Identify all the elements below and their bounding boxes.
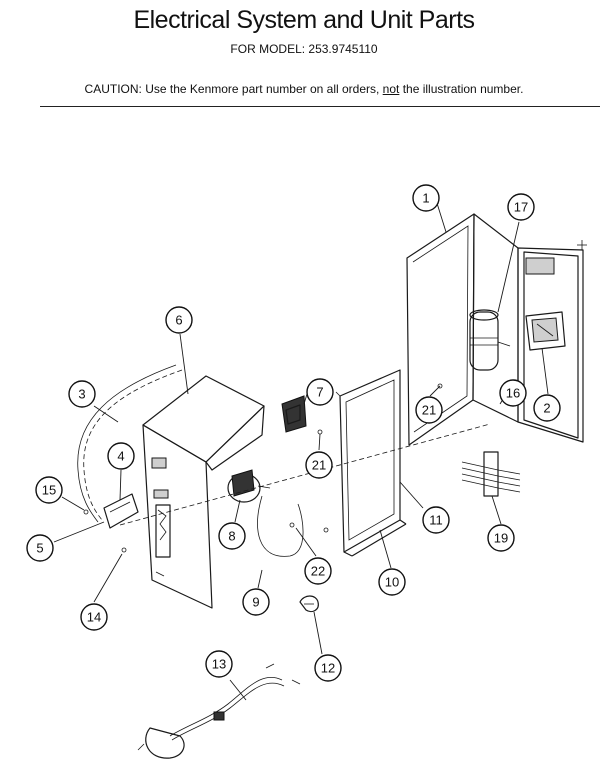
callout-7: 7 <box>306 378 334 406</box>
callout-label: 11 <box>429 513 443 528</box>
part-6-control-housing <box>142 375 265 609</box>
part-11-front-panel <box>335 369 401 553</box>
callout-10: 10 <box>378 568 406 596</box>
part-19-wire-harness <box>461 451 521 497</box>
caution-prefix: CAUTION: Use the Kenmore part number on … <box>84 82 383 96</box>
callout-label: 3 <box>78 387 85 402</box>
callout-label: 13 <box>212 657 226 672</box>
callout-label: 16 <box>506 386 520 401</box>
callout-5: 5 <box>26 534 54 562</box>
callout-2: 2 <box>533 394 561 422</box>
callout-16: 16 <box>499 379 527 407</box>
callouts: 1 2 3 4 5 6 7 8 9 10 11 12 13 14 15 16 1… <box>26 184 561 682</box>
part-17-capacitor <box>469 309 511 371</box>
callout-label: 19 <box>494 531 508 546</box>
part-3-wire-outer <box>77 364 177 523</box>
caution-emphasis: not <box>382 82 400 96</box>
callout-label: 6 <box>175 313 182 328</box>
callout-8: 8 <box>218 522 246 550</box>
callout-label: 4 <box>117 449 124 464</box>
part-9-sensing-wire <box>257 495 304 557</box>
callout-label: 5 <box>36 541 43 556</box>
part-4-bracket <box>103 493 139 529</box>
caution-suffix: the illustration number. <box>399 82 524 96</box>
part-12-clip <box>299 595 319 613</box>
model-number: FOR MODEL: 253.9745110 <box>230 42 378 56</box>
caution-note: CAUTION: Use the Kenmore part number on … <box>0 82 608 96</box>
callout-label: 10 <box>385 575 399 590</box>
page-title: Electrical System and Unit Parts <box>133 6 475 34</box>
callout-label: 12 <box>321 661 335 676</box>
diagram-header: Electrical System and Unit Parts FOR MOD… <box>0 0 608 110</box>
callout-label: 8 <box>228 529 235 544</box>
callout-4: 4 <box>107 442 135 470</box>
callout-label: 1 <box>422 191 429 206</box>
callout-6: 6 <box>165 306 193 334</box>
callout-14: 14 <box>80 603 108 631</box>
callout-1: 1 <box>412 184 440 212</box>
callout-label: 2 <box>543 401 550 416</box>
callout-label: 14 <box>87 610 101 625</box>
callout-13: 13 <box>205 650 233 678</box>
part-10-filter <box>343 519 407 557</box>
callout-leaders <box>53 199 549 701</box>
callout-3: 3 <box>68 380 96 408</box>
part-7-relay <box>281 395 307 433</box>
callout-label: 21 <box>422 403 436 418</box>
header-divider <box>40 106 600 107</box>
callout-11: 11 <box>422 506 450 534</box>
part-2-switch-box <box>525 311 566 351</box>
callout-9: 9 <box>242 588 270 616</box>
part-8-thermostat <box>227 469 271 503</box>
callout-label: 9 <box>252 595 259 610</box>
callout-22: 22 <box>304 557 332 585</box>
part-13-power-cord <box>137 663 301 759</box>
callout-17: 17 <box>507 193 535 221</box>
part-3-wire <box>83 369 183 521</box>
callout-label: 7 <box>316 385 323 400</box>
callout-label: 17 <box>514 200 528 215</box>
callout-19: 19 <box>487 524 515 552</box>
callout-label: 15 <box>42 483 56 498</box>
callout-label: 21 <box>312 458 326 473</box>
callout-label: 22 <box>311 564 325 579</box>
callout-21-left: 21 <box>305 451 333 479</box>
callout-21-right: 21 <box>415 396 443 424</box>
callout-12: 12 <box>314 654 342 682</box>
callout-15: 15 <box>35 476 63 504</box>
